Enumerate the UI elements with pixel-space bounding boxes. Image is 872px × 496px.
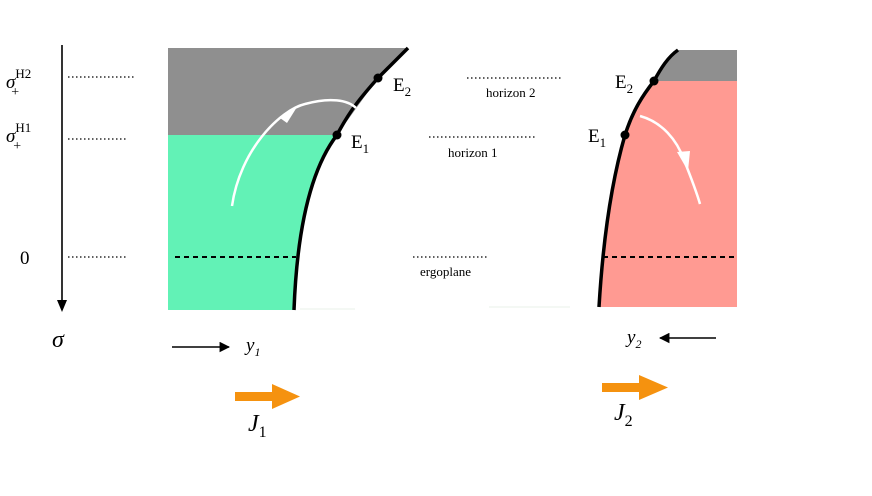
left-label-e2: E2 (393, 75, 411, 99)
right-panel: E2 E1 y2 J2 (588, 48, 737, 430)
label-horizon2: horizon 2 (486, 85, 535, 100)
level-labels: horizon 2 horizon 1 ergoplane (413, 77, 570, 308)
label-horizon1: horizon 1 (448, 145, 497, 160)
tick-label-sigma-h2: σH2+ (6, 66, 31, 100)
left-panel: E2 E1 y1 J1 (168, 46, 411, 441)
left-current-label: J1 (248, 411, 267, 441)
right-direction-label: y2 (625, 327, 641, 351)
right-grey-region (654, 50, 737, 81)
left-point-e1 (332, 130, 342, 140)
tick-label-zero: 0 (20, 248, 30, 269)
right-red-region (599, 81, 737, 307)
left-green-region (168, 135, 337, 310)
sigma-axis-arrowhead (57, 300, 67, 312)
left-current-arrow (235, 384, 300, 409)
sigma-axis-label: σ (52, 327, 65, 353)
right-boundary-curve (597, 48, 680, 308)
right-flow-arrowhead (677, 151, 690, 171)
right-point-e1 (620, 130, 630, 140)
left-label-e1: E1 (351, 132, 369, 156)
right-label-e2: E2 (615, 72, 633, 96)
left-grey-region (168, 48, 408, 135)
left-direction-label: y1 (244, 335, 260, 359)
sigma-axis: σH2+ σH1+ 0 σ (6, 45, 134, 353)
left-point-e2 (373, 73, 383, 83)
right-current-label: J2 (614, 400, 633, 430)
tick-label-sigma-h1: σH1+ (6, 120, 31, 154)
right-point-e2 (649, 76, 659, 86)
left-flow-arrowhead (280, 107, 297, 123)
left-boundary-curve (292, 46, 410, 311)
right-current-arrow (602, 375, 668, 400)
label-ergoplane: ergoplane (420, 264, 471, 279)
right-label-e1: E1 (588, 126, 606, 150)
left-flow-arrow (230, 98, 357, 207)
